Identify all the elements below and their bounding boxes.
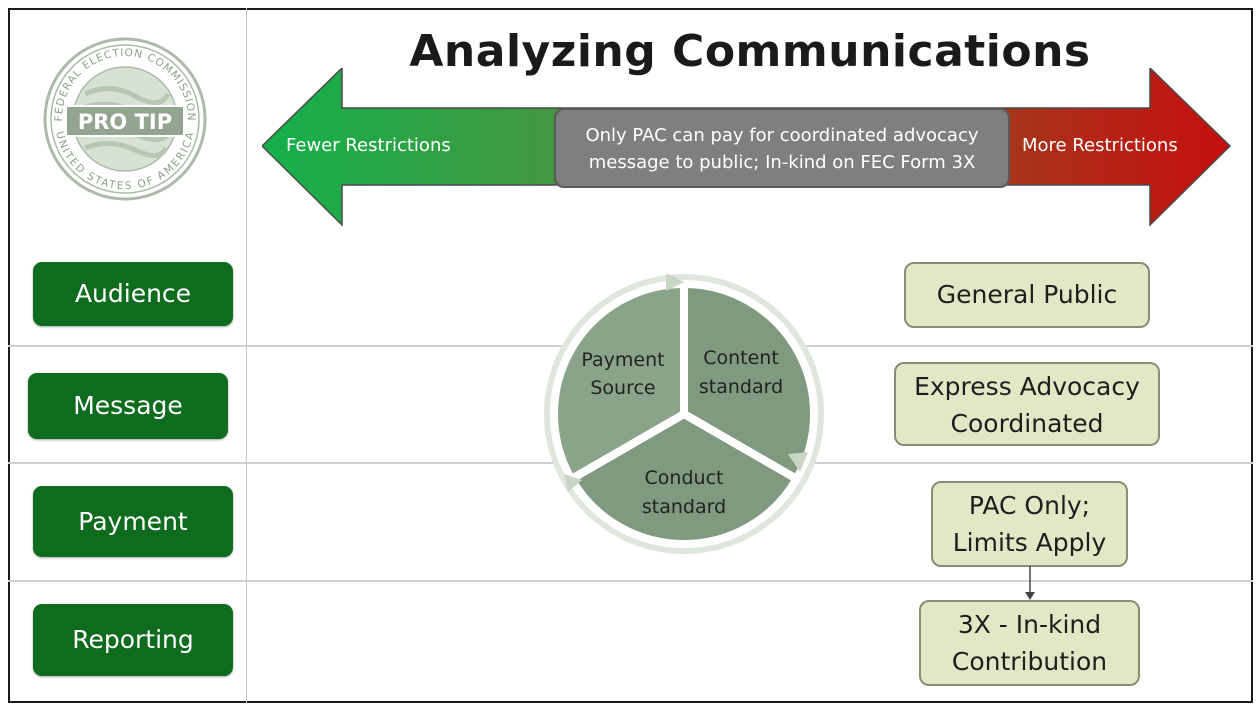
- conduct-standard-line1: Conduct: [645, 467, 724, 489]
- payment-source-line1: Payment: [581, 349, 664, 371]
- summary-line-2: message to public; In-kind on FEC Form 3…: [588, 152, 976, 173]
- content-standard-line2: standard: [699, 376, 783, 398]
- fec-pro-tip-seal: FEDERAL ELECTION COMMISSION UNITED STATE…: [43, 37, 207, 201]
- reporting-result-line1: 3X - In-kind: [957, 610, 1102, 639]
- cycle-arrowhead-left: [564, 474, 582, 492]
- cycle-arrowhead-top: [666, 273, 684, 291]
- audience-button[interactable]: Audience: [33, 262, 233, 326]
- down-arrow-icon: [1025, 566, 1035, 600]
- reporting-result-line2: Contribution: [951, 647, 1108, 676]
- row-divider-3: [8, 580, 1253, 582]
- message-result-line1: Express Advocacy: [914, 372, 1140, 401]
- column-divider: [246, 8, 247, 703]
- message-result-box: Express Advocacy Coordinated: [894, 362, 1160, 446]
- message-result-line2: Coordinated: [950, 409, 1104, 438]
- payment-result-line2: Limits Apply: [952, 528, 1107, 557]
- payment-button[interactable]: Payment: [33, 486, 233, 557]
- seal-badge-text: PRO TIP: [78, 110, 172, 134]
- page-title: Analyzing Communications: [409, 26, 1091, 77]
- audience-result-text: General Public: [936, 280, 1118, 309]
- payment-source-line2: Source: [590, 377, 655, 399]
- reporting-result-box: 3X - In-kind Contribution: [919, 600, 1140, 686]
- payment-source-segment: [550, 279, 688, 485]
- summary-callout: Only PAC can pay for coordinated advocac…: [554, 108, 1010, 188]
- payment-result-line1: PAC Only;: [968, 491, 1091, 520]
- fewer-restrictions-label: Fewer Restrictions: [286, 135, 451, 156]
- cycle-arrowhead-right: [788, 452, 808, 472]
- standards-cycle-diagram: Payment Source Content standard Conduct …: [544, 273, 824, 554]
- audience-result-box: General Public: [904, 262, 1150, 328]
- content-standard-line1: Content: [703, 347, 779, 369]
- more-restrictions-label: More Restrictions: [1022, 135, 1178, 156]
- conduct-standard-segment: [565, 409, 803, 548]
- conduct-standard-line2: standard: [642, 496, 726, 518]
- reporting-button[interactable]: Reporting: [33, 604, 233, 676]
- message-button[interactable]: Message: [28, 373, 228, 439]
- payment-result-box: PAC Only; Limits Apply: [931, 481, 1128, 567]
- summary-line-1: Only PAC can pay for coordinated advocac…: [585, 125, 979, 146]
